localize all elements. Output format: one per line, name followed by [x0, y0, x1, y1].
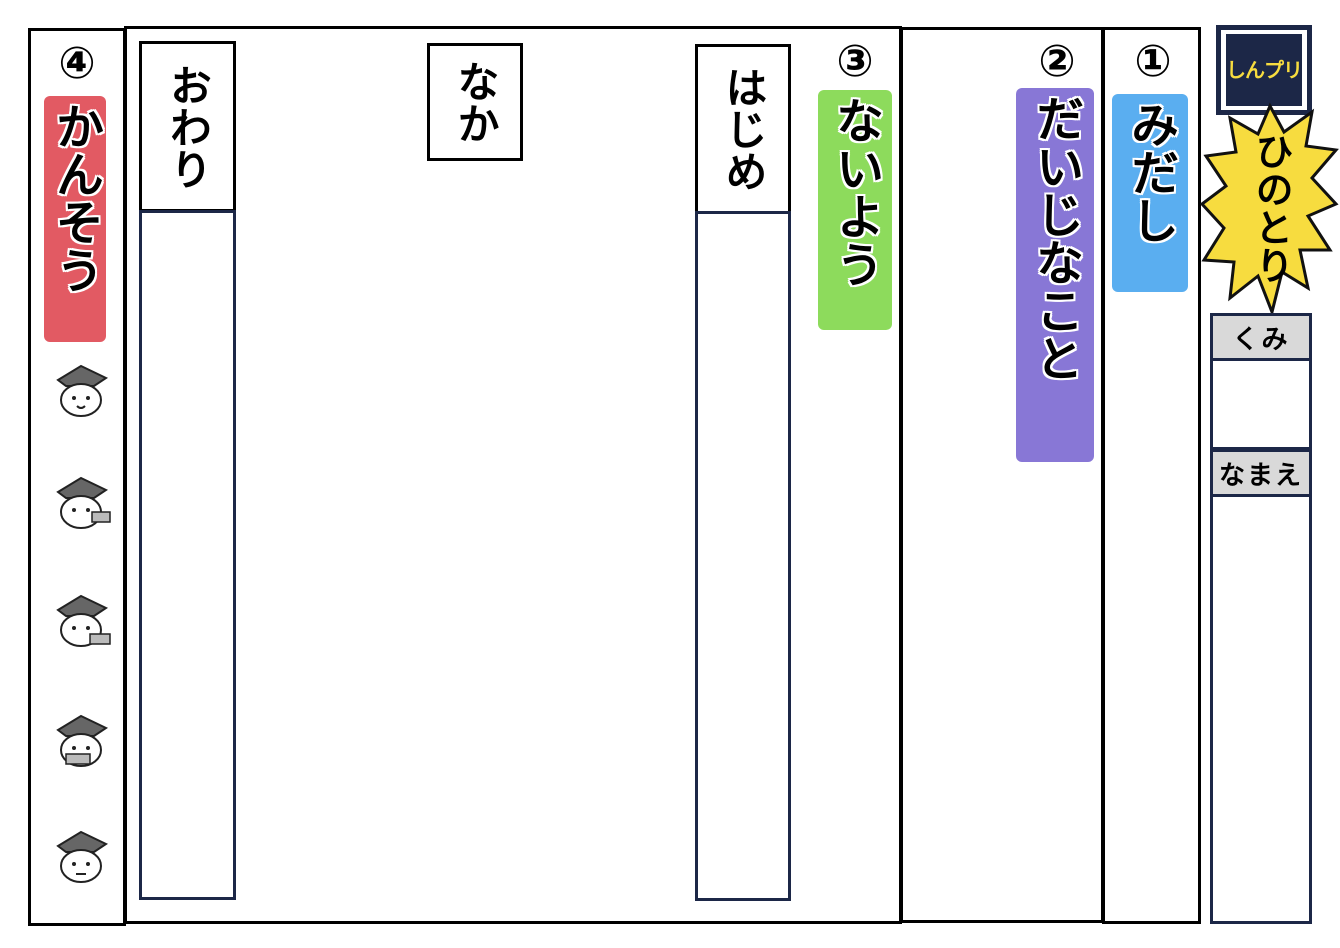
section1-band: みだし: [1112, 94, 1188, 292]
section2-number: ②: [1038, 36, 1076, 87]
mascot-icon: [56, 714, 109, 767]
section2-band: だいじなこと: [1016, 88, 1094, 462]
title-box: ひのとり: [1240, 124, 1302, 310]
section1-title: みだし: [1122, 100, 1178, 244]
middle-label-box: なか: [427, 43, 523, 161]
middle-label: なか: [451, 60, 500, 144]
end-label-box: おわり: [139, 41, 236, 212]
logo-text: しんプリ: [1226, 58, 1303, 82]
class-field[interactable]: [1210, 358, 1312, 450]
name-label: なまえ: [1210, 449, 1312, 497]
mascot-icon: [56, 364, 109, 417]
end-label: おわり: [163, 63, 213, 190]
section4-band: かんそう: [44, 96, 106, 342]
beginning-label: はじめ: [719, 66, 768, 192]
section3-title: ないよう: [827, 96, 883, 288]
class-label: くみ: [1210, 313, 1312, 361]
section4-title: かんそう: [47, 102, 103, 294]
mascot-icon: [56, 476, 111, 529]
section4-number: ④: [58, 38, 96, 89]
section1-number: ①: [1134, 36, 1172, 87]
section3-band: ないよう: [818, 90, 892, 330]
title-burst: [1200, 102, 1339, 317]
beginning-label-box: はじめ: [695, 44, 791, 214]
logo: しんプリ: [1216, 25, 1312, 115]
beginning-writing-box[interactable]: [695, 211, 791, 901]
end-writing-box[interactable]: [139, 210, 236, 900]
worksheet-title: ひのとり: [1249, 132, 1293, 284]
section2-title: だいじなこと: [1027, 94, 1083, 382]
name-field[interactable]: [1210, 494, 1312, 924]
section3-number: ③: [836, 36, 874, 87]
mascot-icon: [56, 830, 109, 883]
mascot-icon: [56, 594, 111, 647]
